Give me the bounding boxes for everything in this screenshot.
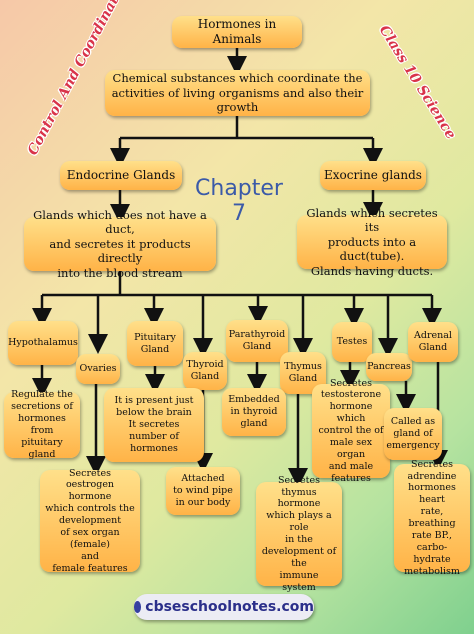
exocrine-description: Glands which secretes its products into … — [297, 206, 447, 278]
desc-ovaries: Secretes oestrogen hormone which control… — [40, 468, 140, 574]
desc-thyroid: Attached to wind pipe in our body — [166, 467, 240, 515]
exocrine-node: Exocrine glands — [320, 161, 426, 190]
desc-testes: Secretes testosterone hormone which cont… — [312, 378, 390, 484]
endocrine-node: Endocrine Glands — [60, 161, 182, 190]
endocrine-description: Glands which does not have a duct, and s… — [24, 208, 216, 280]
gland-parathyroid: Parathyroid Gland — [226, 320, 288, 362]
desc-pancreas: Called as gland of emergency — [384, 408, 442, 460]
root-node: Hormones in Animals — [172, 16, 302, 48]
gland-pituitary: Pituitary Gland — [127, 321, 183, 366]
gland-adrenal: Adrenal Gland — [408, 322, 458, 362]
gland-pancreas: Pancreas — [366, 353, 412, 381]
website-label: cbseschoolnotes.com — [145, 599, 314, 615]
gland-hypothalamus: Hypothalamus — [8, 321, 78, 365]
gland-ovaries: Ovaries — [76, 354, 120, 384]
desc-parathyroid: Embedded in thyroid gland — [222, 388, 286, 436]
gland-thyroid: Thyroid Gland — [183, 352, 227, 390]
desc-pituitary: It is present just below the brain It se… — [104, 388, 204, 462]
website-badge[interactable]: cbseschoolnotes.com — [134, 594, 314, 620]
definition-node: Chemical substances which coordinate the… — [105, 70, 370, 116]
desc-thymus: Secretes thymus hormone which plays a ro… — [256, 475, 342, 593]
desc-hypothalamus: Regulate the secretions of hormones from… — [4, 389, 80, 460]
desc-adrenal: Secretes adrendine hormones heart rate, … — [394, 459, 470, 577]
globe-icon — [134, 601, 142, 613]
gland-testes: Testes — [332, 322, 372, 362]
chapter-heading: Chapter 7 — [195, 176, 283, 226]
